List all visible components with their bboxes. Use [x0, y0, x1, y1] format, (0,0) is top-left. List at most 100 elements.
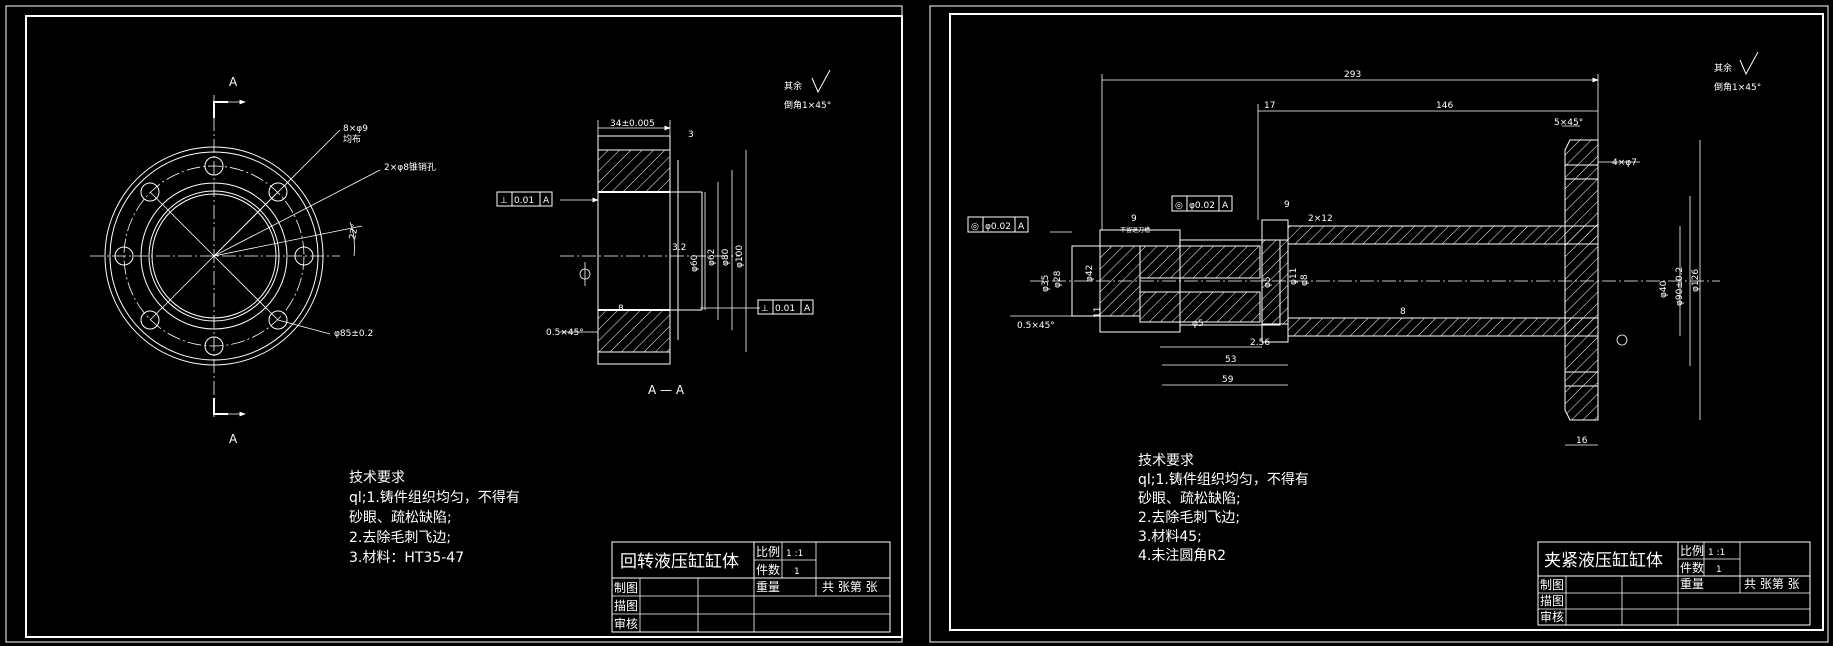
sheet1-title-block: [611, 541, 891, 633]
cylinder-section: [1010, 74, 1720, 446]
tol2-2-ref: A: [1222, 201, 1229, 211]
sheet2-tol-frame-1: [967, 216, 1029, 233]
dim-d62: φ62: [707, 249, 717, 266]
dim-d40: φ40: [1659, 280, 1669, 298]
dim-256: 2.56: [1250, 338, 1270, 348]
dim-chamfer: 0.5×45°: [1017, 321, 1055, 331]
tech-req-2-1: ql;1.铸件组织均匀，不得有: [1138, 471, 1309, 488]
note-chamfer-2: 倒角1×45°: [1714, 81, 1761, 93]
note-remaining-2: 其余: [1714, 62, 1732, 74]
note-chamfer: 倒角1×45°: [784, 99, 831, 111]
bolt-holes: [114, 156, 314, 356]
dim-groove: 2×12: [1308, 214, 1333, 224]
tech-req-2-5: 4.未注圆角R2: [1138, 548, 1226, 564]
dim-d8: φ8: [1300, 274, 1310, 286]
tb2-review: 审核: [1540, 609, 1564, 624]
dim-d35: φ35: [1041, 275, 1051, 292]
tb-qty-value: 1: [794, 567, 800, 577]
tech-req-2: 砂眼、疏松缺陷;: [349, 510, 452, 526]
tech-req-4: 3.材料：HT35-47: [349, 550, 464, 566]
sheet1-tol-frame-1: [496, 191, 553, 207]
note-remaining: 其余: [784, 80, 802, 92]
dim-d80: φ80: [721, 248, 731, 266]
sheet-2-text: 293 17 146 5×45° 4×φ7 9 9 不留退刀槽 2×12 φ35…: [971, 62, 1800, 624]
tech-req-2-0: 技术要求: [1138, 453, 1194, 469]
dim-d90: φ90±0.2: [1675, 267, 1685, 306]
dim-chamfer-top: 5×45°: [1554, 118, 1583, 128]
dim-holes-note: 均布: [343, 133, 361, 145]
tb-scale-label: 比例: [756, 545, 780, 559]
dim-d11: φ11: [1289, 268, 1299, 285]
tol2-1-val: φ0.02: [985, 222, 1011, 232]
tb2-qty-label: 件数: [1680, 560, 1704, 575]
tb2-trace: 描图: [1540, 594, 1564, 608]
sheet-2-outer-border: [929, 5, 1829, 643]
rough-8: 8: [618, 304, 624, 314]
tb2-qty-value: 1: [1716, 565, 1722, 575]
tol-1-val: 0.01: [514, 196, 534, 206]
flange-front-view: [90, 95, 381, 420]
dim-width: 34±0.005: [610, 119, 655, 129]
dim-d5: φ5: [1192, 319, 1204, 329]
dim-d100: φ100: [735, 245, 745, 268]
dim-d42: φ42: [1085, 265, 1095, 282]
dim-9a: 9: [1131, 214, 1137, 224]
dim-d126: φ126: [1691, 269, 1701, 292]
roughness-symbol-2: [1739, 51, 1759, 76]
tb-draw: 制图: [614, 581, 638, 595]
dim-9b: 9: [1284, 200, 1290, 210]
dim-angle: 22°: [348, 223, 361, 240]
tol-2-val: 0.01: [775, 304, 795, 314]
tb-scale-value: 1 :1: [786, 549, 803, 559]
sheet-1-text: A A A — A 8×φ9 均布 2×φ8锥销孔 22° φ85±0.2 34…: [229, 75, 878, 631]
dim-11v: 11: [1093, 307, 1103, 318]
dim-d60: φ60: [690, 254, 700, 272]
tech-req-2-3: 2.去除毛刺飞边;: [1138, 510, 1240, 526]
tech-req-2-2: 砂眼、疏松缺陷;: [1138, 491, 1241, 507]
dim-17: 17: [1264, 101, 1275, 111]
dim-chamfer: 0.5×45°: [546, 328, 584, 338]
note-small: 不留退刀槽: [1120, 226, 1150, 234]
tb2-sheets-label: 共 张第 张: [1744, 577, 1800, 591]
tb2-scale-label: 比例: [1680, 544, 1704, 558]
dim-overall: 293: [1344, 70, 1361, 80]
title-block-2-title: 夹紧液压缸缸体: [1544, 550, 1663, 571]
rough-3-2: 3.2: [672, 243, 686, 253]
section-marker-a-top: A: [229, 75, 238, 89]
tol-1-sym: ⊥: [500, 196, 508, 206]
tb2-draw: 制图: [1540, 578, 1564, 592]
tb-qty-label: 件数: [756, 562, 780, 577]
dim-53: 53: [1225, 355, 1236, 365]
section-marker-a-bottom: A: [229, 432, 238, 446]
tech-req-3: 2.去除毛刺飞边;: [349, 530, 451, 546]
tb-weight-label: 重量: [756, 580, 780, 594]
dim-146: 146: [1436, 101, 1453, 111]
tb2-weight-label: 重量: [1680, 577, 1704, 591]
tb2-scale-value: 1 :1: [1708, 548, 1725, 558]
sheet-2-inner-border: [949, 13, 1824, 631]
title-block-title: 回转液压缸缸体: [620, 551, 739, 572]
tb-review: 审核: [614, 616, 638, 631]
dim-16: 16: [1576, 436, 1588, 446]
tol-2-sym: ⊥: [761, 304, 769, 314]
roughness-symbol: [811, 69, 831, 94]
tech-req-0: 技术要求: [349, 470, 405, 486]
tb-sheets-label: 共 张第 张: [822, 580, 878, 594]
tech-req-1: ql;1.铸件组织均匀，不得有: [349, 489, 520, 506]
sheet-1: [5, 5, 903, 643]
tol2-1-sym: ◎: [971, 222, 979, 232]
dim-holes: 4×φ7: [1612, 158, 1637, 168]
dim-3: 3: [688, 130, 694, 140]
sheet2-tol-frame-2: [1171, 195, 1233, 212]
tol2-1-ref: A: [1018, 222, 1025, 232]
dim-pins: 2×φ8锥销孔: [384, 161, 436, 173]
tol2-2-val: φ0.02: [1189, 201, 1215, 211]
dim-pcd: φ85±0.2: [334, 329, 373, 339]
tech-req-2-4: 3.材料45;: [1138, 529, 1202, 545]
flange-section-view: [560, 120, 760, 365]
tol-1-ref: A: [543, 196, 550, 206]
tb-trace: 描图: [614, 599, 638, 613]
sheet1-tol-frame-2: [757, 299, 814, 315]
sheet2-title-block: [1537, 541, 1811, 626]
